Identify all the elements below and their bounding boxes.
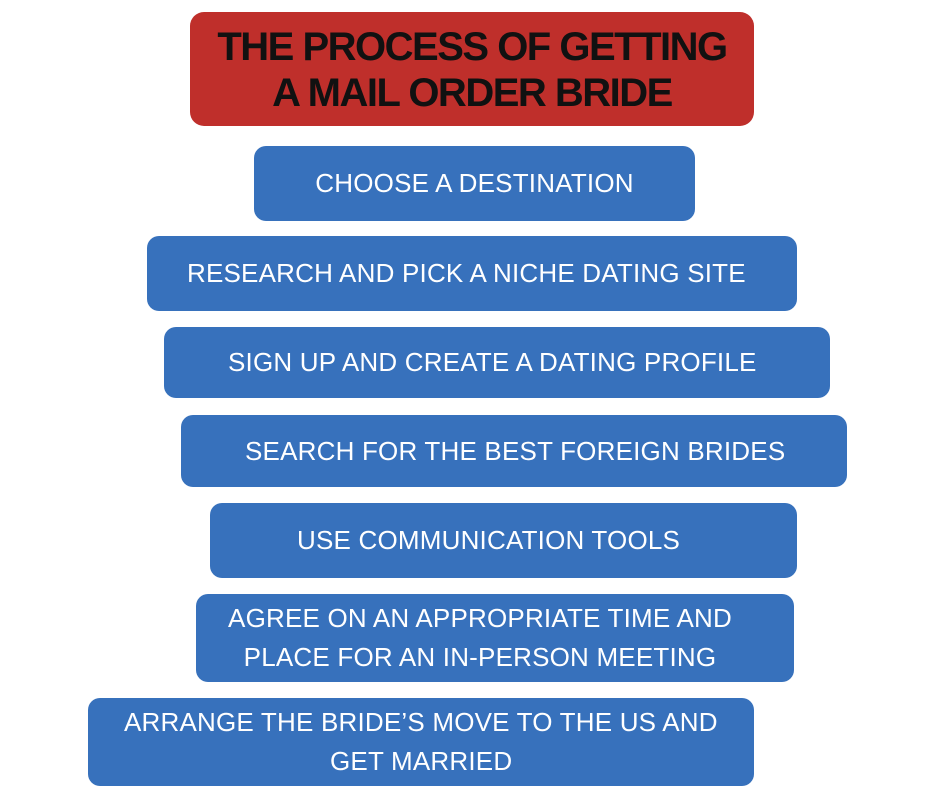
- title-line-2: A MAIL ORDER BRIDE: [272, 71, 673, 115]
- step-label: RESEARCH AND PICK A NICHE DATING SITE: [187, 258, 746, 288]
- title-line-1: THE PROCESS OF GETTING: [217, 25, 728, 69]
- title-banner: THE PROCESS OF GETTING A MAIL ORDER BRID…: [190, 12, 754, 126]
- step-box-search-brides: SEARCH FOR THE BEST FOREIGN BRIDES: [181, 415, 847, 487]
- step-label: SIGN UP AND CREATE A DATING PROFILE: [228, 347, 757, 377]
- step-label: USE COMMUNICATION TOOLS: [297, 525, 681, 555]
- step-box-in-person-meeting: AGREE ON AN APPROPRIATE TIME AND PLACE F…: [196, 594, 794, 682]
- step-label-line-1: AGREE ON AN APPROPRIATE TIME AND: [228, 603, 732, 633]
- step-label: SEARCH FOR THE BEST FOREIGN BRIDES: [245, 435, 786, 466]
- step-box-choose-destination: CHOOSE A DESTINATION: [254, 146, 695, 221]
- step-box-research-dating-site: RESEARCH AND PICK A NICHE DATING SITE: [147, 236, 797, 311]
- step-label-line-2: GET MARRIED: [330, 746, 513, 776]
- step-label-line-1: ARRANGE THE BRIDE’S MOVE TO THE US AND: [124, 707, 718, 737]
- step-box-sign-up: SIGN UP AND CREATE A DATING PROFILE: [164, 327, 830, 398]
- step-box-move-and-marry: ARRANGE THE BRIDE’S MOVE TO THE US AND G…: [88, 698, 754, 786]
- step-label: CHOOSE A DESTINATION: [315, 168, 634, 198]
- step-label-line-2: PLACE FOR AN IN-PERSON MEETING: [243, 642, 717, 672]
- step-box-communication-tools: USE COMMUNICATION TOOLS: [210, 503, 797, 578]
